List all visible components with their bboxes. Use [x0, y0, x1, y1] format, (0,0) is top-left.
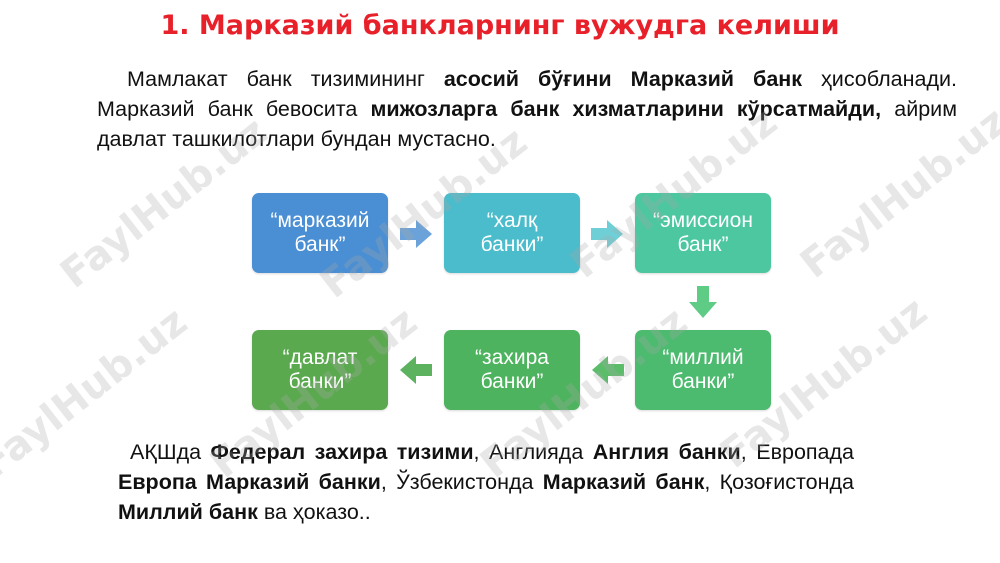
text-run: ва ҳоказо.. [257, 500, 371, 524]
slide-title: 1. Марказий банкларнинг вужудга келиши [160, 10, 840, 41]
arrow-left-icon [592, 356, 624, 384]
text-run: , Қозоғистонда [704, 470, 854, 494]
box-line: банк” [294, 233, 346, 256]
bold-run: Европа Марказий банки [118, 470, 381, 494]
box-line: банк” [677, 233, 729, 256]
bold-run: асосий бўғини Марказий банк [443, 67, 803, 91]
box-line: “эмиссион [653, 209, 753, 232]
text-run: , Ўзбекистонда [380, 470, 543, 494]
box-line: “марказий [270, 209, 370, 232]
text-run: Мамлакат банк тизимининг [127, 67, 444, 91]
arrow-down-icon [689, 286, 717, 318]
box-line: банки” [480, 233, 544, 256]
text-run: , Европада [740, 440, 855, 464]
box-line: “халқ [486, 209, 538, 232]
bold-run: Англия банки [592, 440, 741, 464]
text-run: айрим давлат ташкилотлари бундан мустасн… [97, 97, 957, 151]
intro-paragraph: Мамлакат банк тизимининг асосий бўғини М… [97, 64, 957, 154]
box-line: банки” [480, 370, 544, 393]
box-line: “давлат [282, 346, 358, 369]
text-run: ҳисобланади. Марказий банк бевосита [97, 67, 957, 121]
box-line: банки” [288, 370, 352, 393]
arrow-left-icon [400, 356, 432, 384]
text-run: , Англияда [473, 440, 593, 464]
text-run: АҚШда [130, 440, 211, 464]
box-line: банки” [671, 370, 735, 393]
box-line: “захира [475, 346, 549, 369]
arrow-right-icon [400, 220, 432, 248]
bold-run: Марказий банк [542, 470, 705, 494]
box-line: “миллий [662, 346, 744, 369]
bold-run: Федерал захира тизими [210, 440, 474, 464]
bold-run: мижозларга банк хизматларини кўрсатмайди… [370, 97, 882, 121]
bold-run: Миллий банк [118, 500, 258, 524]
arrow-right-icon [591, 220, 623, 248]
examples-paragraph: АҚШда Федерал захира тизими, Англияда Ан… [118, 437, 854, 527]
